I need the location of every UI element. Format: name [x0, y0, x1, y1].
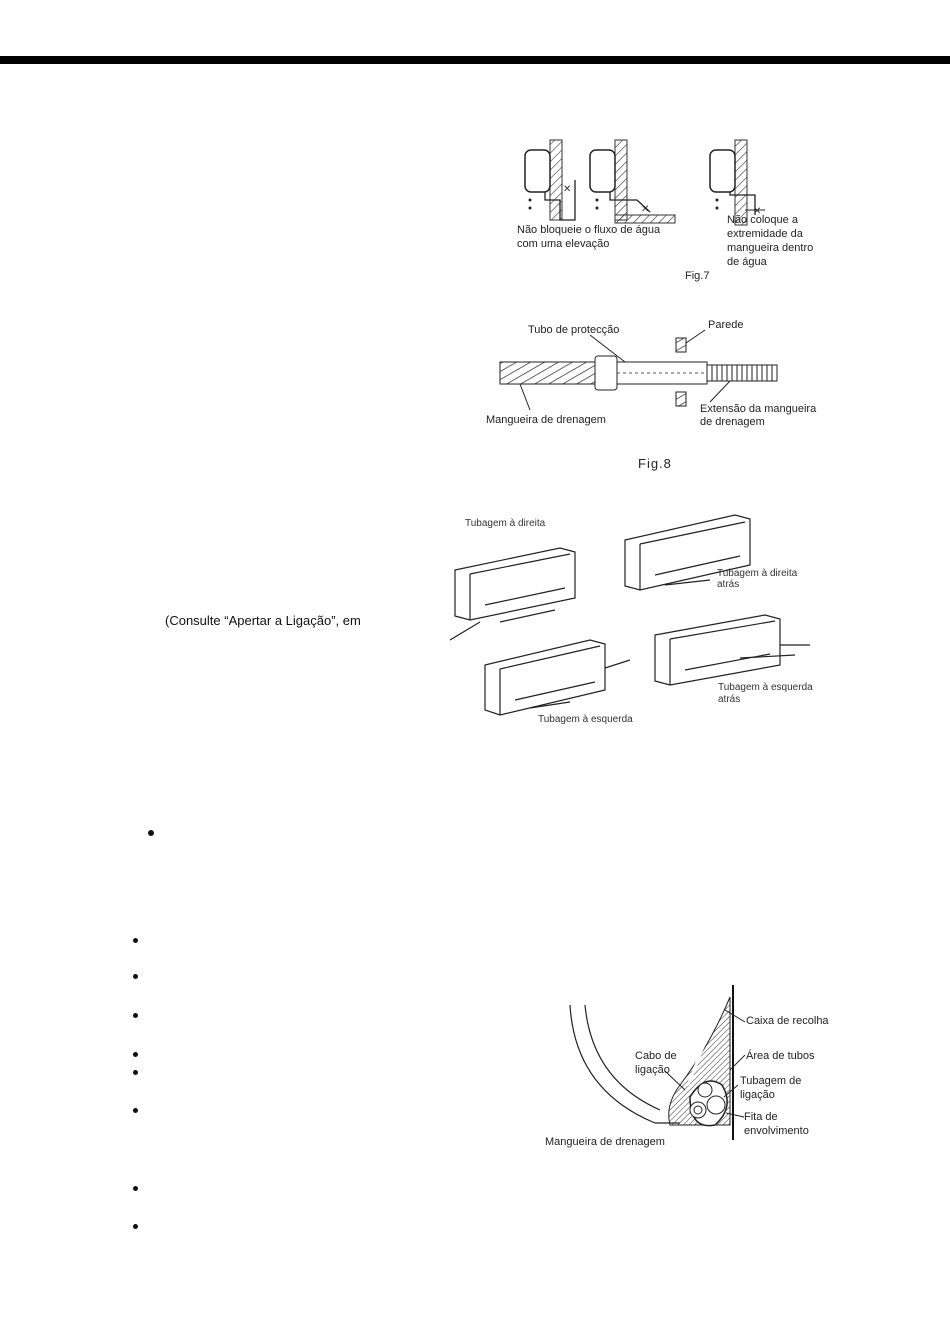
fig8-extensao-label-1: Extensão da mangueira — [700, 403, 817, 415]
fig10-cabo-label-2: ligação — [635, 1064, 670, 1076]
fig10-cabo-label-1: Cabo de — [635, 1050, 677, 1062]
fig7-right-label-3: mangueira dentro — [727, 242, 813, 254]
svg-text:✕: ✕ — [641, 204, 649, 215]
bullet-8 — [133, 1224, 138, 1229]
fig9-piping-directions-diagram: Tubagem à direita Tubagem à direita atrá… — [440, 510, 830, 725]
bullet-5 — [133, 1070, 138, 1075]
fig8-mangueira-label: Mangueira de drenagem — [486, 414, 606, 426]
header-rule — [0, 56, 950, 64]
fig8-hose-extension-diagram: Tubo de protecção Parede Mangueira de dr… — [480, 310, 820, 435]
fig9-esquerda-atras-label-2: atrás — [718, 694, 740, 705]
fig7-right-label-4: de água — [727, 256, 768, 268]
fig10-mangueira-label: Mangueira de drenagem — [545, 1136, 665, 1148]
fig9-esquerda-atras-label-1: Tubagem à esquerda — [718, 682, 813, 693]
fig7-drain-hose-diagram: ✕ ✕ ✕ Não bloqueie o fluxo de água com u… — [505, 130, 835, 290]
note-apertar-ligacao: (Consulte “Apertar a Ligação”, em — [165, 613, 361, 628]
fig7-right-label-1: Não coloque a — [727, 214, 799, 226]
fig10-piping-cross-section: Caixa de recolha Área de tubos Cabo de l… — [540, 985, 840, 1155]
fig9-direita-atras-label-1: Tubagem à direita — [717, 568, 798, 579]
fig8-parede-label: Parede — [708, 319, 743, 331]
bullet-2 — [133, 974, 138, 979]
fig9-esquerda-label: Tubagem à esquerda — [538, 714, 633, 725]
fig9-direita-atras-label-2: atrás — [717, 579, 739, 590]
fig7-left-label-2: com uma elevação — [517, 238, 609, 250]
fig10-tubagem-label-1: Tubagem de — [740, 1075, 801, 1087]
fig8-caption: Fig.8 — [638, 456, 672, 471]
fig10-caixa-label: Caixa de recolha — [746, 1015, 829, 1027]
bullet-3 — [133, 1013, 138, 1018]
svg-text:✕: ✕ — [563, 184, 571, 195]
fig10-fita-label-1: Fita de — [744, 1111, 778, 1123]
fig10-tubagem-label-2: ligação — [740, 1089, 775, 1101]
fig7-left-label-1: Não bloqueie o fluxo de água — [517, 224, 661, 236]
svg-text:✕: ✕ — [753, 206, 761, 217]
fig8-tubo-label: Tubo de protecção — [528, 324, 619, 336]
fig8-extensao-label-2: de drenagem — [700, 416, 765, 428]
bullet-6 — [133, 1108, 138, 1113]
bullet-1 — [133, 938, 138, 943]
bullet-7 — [133, 1186, 138, 1191]
fig10-area-label: Área de tubos — [746, 1049, 815, 1062]
fig7-caption: Fig.7 — [685, 270, 709, 282]
fig10-fita-label-2: envolvimento — [744, 1125, 809, 1137]
fig9-direita-label: Tubagem à direita — [465, 518, 546, 529]
fig7-right-label-2: extremidade da — [727, 228, 804, 240]
bullet-4 — [133, 1052, 138, 1057]
bullet-main — [148, 830, 154, 836]
